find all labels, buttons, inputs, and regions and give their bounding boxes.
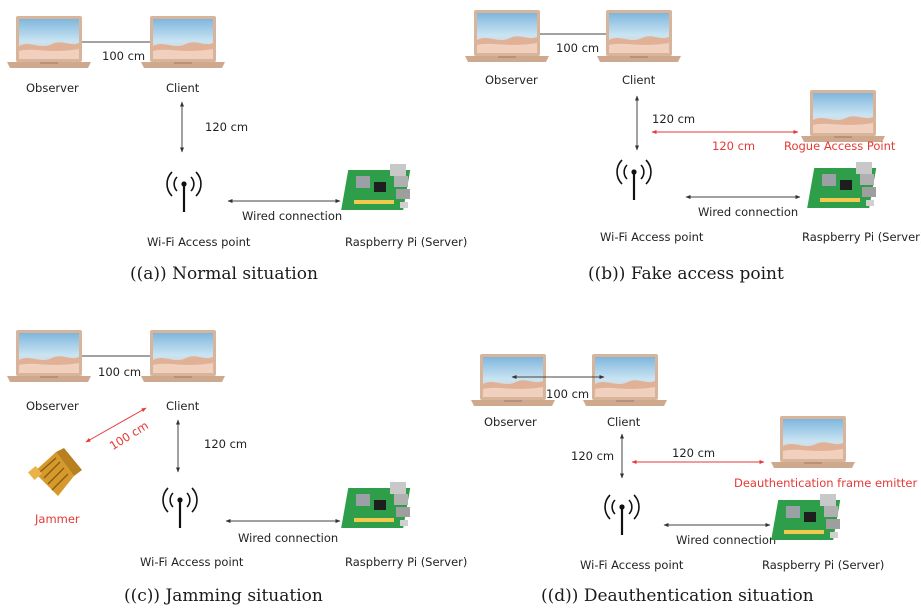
raspberry-pi-icon [771,494,841,540]
observer-laptop-icon [465,10,549,62]
caption: ((b)) Fake access point [588,264,784,284]
jammer-link [85,407,147,443]
distance-label: 100 cm [98,365,141,379]
distance-label: 120 cm [204,437,247,451]
server-label: Raspberry Pi (Server) [802,230,921,244]
observer-label: Observer [485,73,538,87]
wifi-antenna-icon [161,486,199,530]
client-laptop-icon [583,354,667,406]
caption: ((c)) Jamming situation [124,586,323,606]
client-laptop-icon [597,10,681,62]
server-label: Raspberry Pi (Server) [345,235,467,249]
jammer-label: Jammer [34,512,80,526]
jammer-icon [27,447,83,497]
raspberry-pi-icon [807,162,877,208]
wired-label: Wired connection [242,209,342,223]
client-laptop-icon [141,16,225,68]
caption: ((d)) Deauthentication situation [541,586,814,606]
client-laptop-icon [141,330,225,382]
panel-b: 100 cm Observer Client 120 cm 120 cm Rog… [465,10,921,284]
rogue-label: Rogue Access Point [784,139,896,153]
distance-label: 120 cm [712,139,755,153]
wifi-antenna-icon [165,170,203,214]
distance-label: 100 cm [107,418,151,453]
raspberry-pi-icon [341,482,411,528]
distance-label: 120 cm [571,449,614,463]
wired-label: Wired connection [676,533,776,547]
distance-label: 120 cm [672,446,715,460]
ap-label: Wi-Fi Access point [600,230,704,244]
emitter-label: Deauthentication frame emitter [734,476,918,490]
client-label: Client [166,399,200,413]
panel-a: 100 cm Observer Client 120 cm Wired conn… [7,16,467,284]
panel-c: 100 cm Observer Client 120 cm 100 cm Jam… [7,330,467,606]
wired-label: Wired connection [698,205,798,219]
server-label: Raspberry Pi (Server) [762,558,884,572]
ap-label: Wi-Fi Access point [580,558,684,572]
distance-label: 100 cm [102,49,145,63]
distance-label: 120 cm [205,120,248,134]
observer-laptop-icon [7,330,91,382]
distance-label: 100 cm [546,387,589,401]
distance-label: 120 cm [652,112,695,126]
wifi-antenna-icon [615,158,653,202]
caption: ((a)) Normal situation [130,264,318,284]
distance-label: 100 cm [556,41,599,55]
server-label: Raspberry Pi (Server) [345,555,467,569]
client-label: Client [622,73,656,87]
client-label: Client [607,415,641,429]
wired-label: Wired connection [238,531,338,545]
observer-laptop-icon [471,354,555,406]
raspberry-pi-icon [341,164,411,210]
observer-laptop-icon [7,16,91,68]
observer-label: Observer [484,415,537,429]
ap-label: Wi-Fi Access point [147,235,251,249]
emitter-laptop-icon [771,416,855,468]
panel-d: 100 cm Observer Client 120 cm 120 cm Dea… [471,354,918,606]
ap-label: Wi-Fi Access point [140,555,244,569]
rogue-laptop-icon [801,90,885,142]
observer-label: Observer [26,81,79,95]
observer-label: Observer [26,399,79,413]
wifi-antenna-icon [603,493,641,537]
client-label: Client [166,81,200,95]
